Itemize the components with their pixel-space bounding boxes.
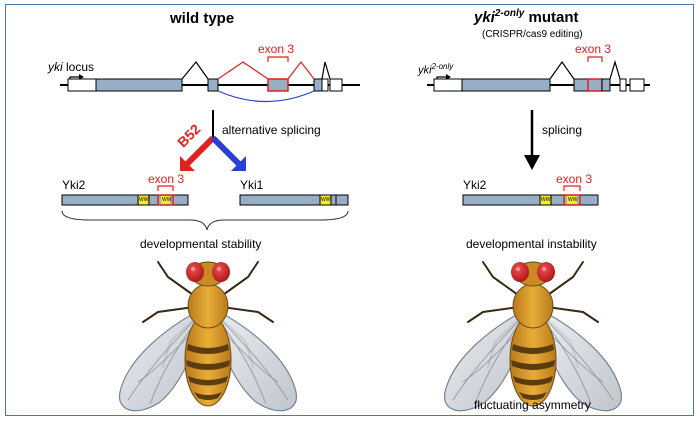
splicing-label: splicing [542,123,583,137]
ww-label-yki2-wt: WW [139,197,149,203]
yki2-label-mutant: Yki2 [463,178,487,192]
yki1-label: Yki1 [240,178,264,192]
yki2-protein-mutant [462,185,599,206]
yki-gene-name: yki [48,60,63,74]
mutant-locus [427,56,650,92]
alternative-splicing-arrows [180,110,246,171]
fluctuating-asymmetry-label: fluctuating asymmetry [474,398,591,412]
mutant-title: yki2-only mutant [474,8,578,26]
mutant-title-sup: 2-only [494,8,525,19]
crispr-subtitle: (CRISPR/cas9 editing) [482,29,583,40]
yki2-label-wt: Yki2 [62,178,86,192]
figure-frame [5,4,694,416]
wild-type-fly [118,261,298,412]
exon3-label-wt-locus: exon 3 [258,42,295,56]
yki-locus-label: yki locus [48,60,94,74]
exon3-label-mutant-locus: exon 3 [575,42,612,56]
mutant-fly [443,261,623,412]
yki2-protein-wild-type [61,185,189,206]
exon3-label-wt-protein: exon 3 [148,172,185,186]
locus-word: locus [62,60,95,74]
mutant-locus-sup: 2-only [431,62,454,71]
wild-type-locus [60,56,360,103]
developmental-stability-label: developmental stability [140,237,262,251]
ww-label-exon3-mutant: WW [568,197,578,203]
yki1-protein-wild-type [239,194,349,206]
stability-brace [61,210,349,231]
ww-label-yki2-mutant: WW [541,197,551,203]
mutant-title-rest: mutant [524,9,579,26]
ww-label-yki1: WW [321,197,331,203]
exon3-label-mutant-protein: exon 3 [556,172,593,186]
developmental-instability-label: developmental instability [466,237,597,251]
splicing-arrow [524,110,540,170]
wild-type-title: wild type [170,10,235,27]
mutant-locus-gene: yki [418,64,432,77]
ww-label-exon3-wt: WW [162,197,172,203]
yki2-only-locus-label: yki2-only [418,62,453,77]
alternative-splicing-label: alternative splicing [222,123,321,137]
mutant-title-gene: yki [474,9,495,26]
